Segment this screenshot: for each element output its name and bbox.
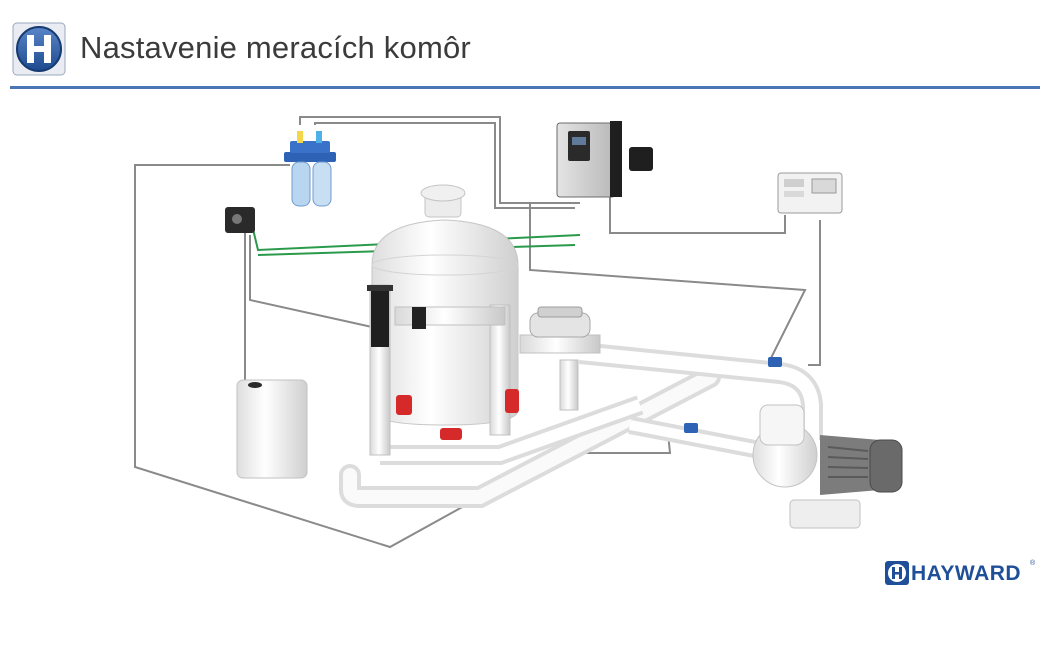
brand-name: HAYWARD: [911, 562, 1022, 585]
red-valves: [396, 389, 519, 440]
measuring-chamber: [284, 131, 336, 207]
dosing-pump: [225, 207, 255, 233]
header-divider: [10, 86, 1040, 89]
injection-fittings: [684, 357, 782, 433]
circulation-pump: [752, 404, 903, 529]
hayward-mark-icon: [885, 561, 909, 585]
page-title: Nastavenie meracích komôr: [80, 30, 471, 65]
registered-mark: ®: [1030, 560, 1036, 567]
slide-header: Nastavenie meracích komôr: [0, 0, 1046, 90]
multiport-valve: [529, 306, 591, 338]
chemical-tank: [236, 379, 308, 479]
hayward-h-logo-icon: [12, 22, 66, 76]
chlorine-cell: [367, 285, 426, 347]
control-panel: [777, 172, 843, 214]
controller-unit: [556, 121, 653, 198]
pool-system-diagram: [134, 116, 903, 549]
pipe-network: [339, 342, 823, 508]
hayward-brand-logo: HAYWARD ®: [883, 560, 1035, 588]
